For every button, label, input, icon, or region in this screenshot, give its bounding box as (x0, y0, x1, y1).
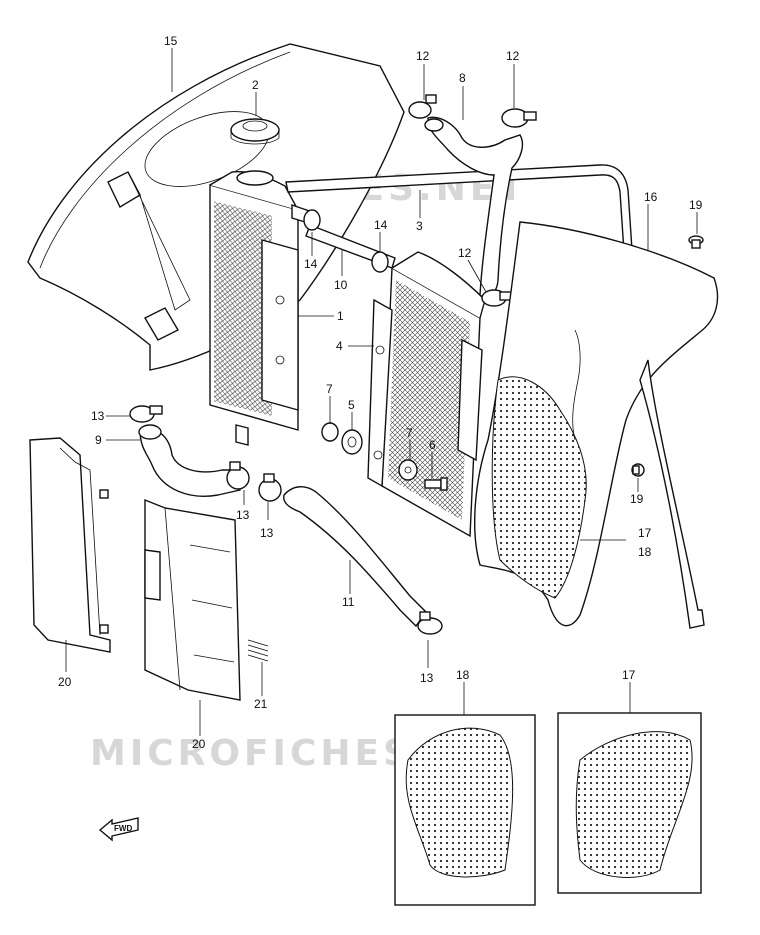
hose-clamp-12-b (501, 108, 537, 128)
louver-20-a (29, 437, 111, 653)
spring-21 (247, 639, 269, 662)
hose-clamp-12-a (408, 94, 437, 119)
callout-19-b: 19 (630, 492, 644, 506)
callout-2: 2 (252, 78, 259, 92)
fwd-arrow: FWD (98, 817, 139, 842)
callout-15: 15 (164, 34, 178, 48)
callout-14-b: 14 (374, 218, 388, 232)
radiator-4 (367, 251, 486, 538)
bolt-6 (424, 477, 448, 491)
callout-5: 5 (348, 398, 355, 412)
callout-20-a: 20 (58, 675, 72, 689)
callout-21: 21 (254, 697, 268, 711)
callout-17-a: 17 (638, 526, 652, 540)
callout-13-d: 13 (420, 671, 434, 685)
grommet-5 (341, 429, 363, 455)
callout-17-b: 17 (622, 668, 636, 682)
hose-clamp-13-d (417, 611, 443, 635)
callout-10: 10 (334, 278, 348, 292)
screw-19-a (688, 235, 704, 249)
callout-18-b: 18 (456, 668, 470, 682)
hose-clamp-14-b (371, 251, 389, 273)
hose-11 (283, 486, 427, 628)
callout-20-b: 20 (192, 737, 206, 751)
callout-12-b: 12 (506, 49, 520, 63)
decal-17 (557, 712, 702, 894)
callout-13-c: 13 (260, 526, 274, 540)
callout-12-a: 12 (416, 49, 430, 63)
leader-lines (65, 48, 698, 736)
louver-20-b (144, 498, 241, 701)
cushion-7-a (321, 422, 339, 442)
radiator-cap-2 (230, 118, 280, 145)
callout-7-b: 7 (406, 426, 413, 440)
hose-clamp-12-c (481, 289, 513, 307)
callout-9: 9 (95, 433, 102, 447)
callout-11: 11 (342, 595, 355, 609)
callout-3: 3 (416, 219, 423, 233)
screw-19-b (631, 463, 645, 477)
callout-18-a: 18 (638, 545, 652, 559)
radiator-1 (209, 170, 319, 446)
cushion-7-b (398, 459, 418, 481)
side-panel-16 (474, 221, 719, 629)
hose-clamp-14-a (303, 209, 321, 231)
callout-8: 8 (459, 71, 466, 85)
callout-13-b: 13 (236, 508, 250, 522)
hose-clamp-13-b (226, 461, 250, 490)
hose-8 (424, 116, 524, 298)
callout-16: 16 (644, 190, 658, 204)
decal-18 (394, 714, 536, 906)
callout-1: 1 (337, 309, 344, 323)
callout-13-a: 13 (91, 409, 105, 423)
callout-6: 6 (429, 438, 436, 452)
callout-4: 4 (336, 339, 343, 353)
hose-9 (138, 424, 241, 497)
callout-7-a: 7 (326, 382, 333, 396)
fwd-label: FWD (114, 824, 132, 833)
hose-clamp-13-a (129, 405, 163, 423)
hose-clamp-13-c (258, 473, 282, 502)
callout-12-c: 12 (458, 246, 472, 260)
callout-19-a: 19 (689, 198, 703, 212)
callout-14-a: 14 (304, 257, 318, 271)
